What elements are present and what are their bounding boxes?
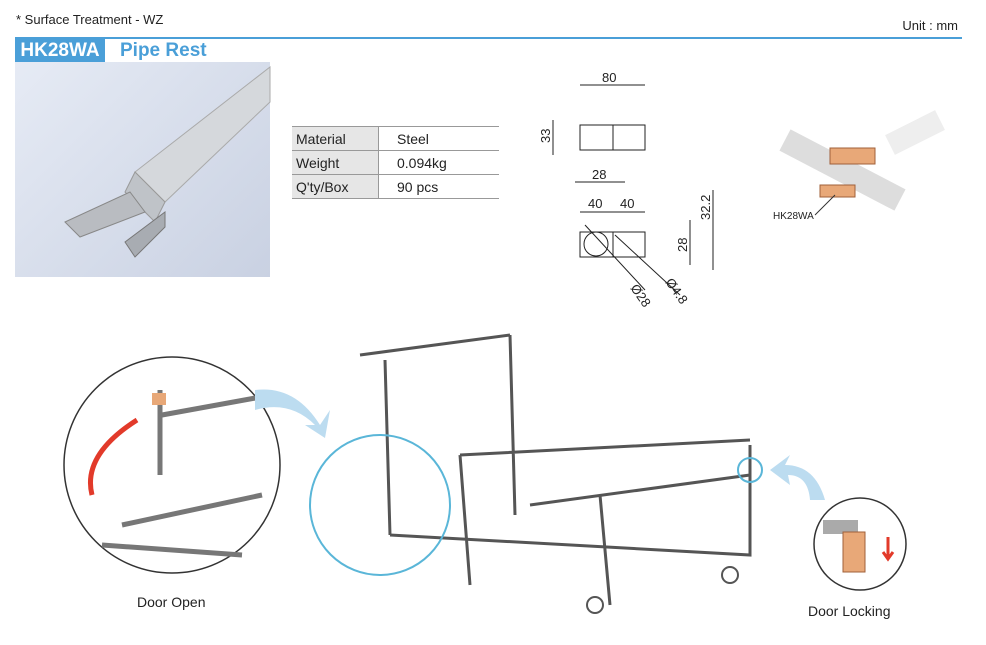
spec-label: Q'ty/Box xyxy=(292,174,379,199)
product-name: Pipe Rest xyxy=(120,40,207,61)
spec-label: Material xyxy=(292,126,379,151)
dim-33: 33 xyxy=(538,129,553,143)
dim-80: 80 xyxy=(602,70,616,85)
door-open-caption: Door Open xyxy=(137,594,206,610)
assembly-part-label: HK28WA xyxy=(773,211,814,222)
spec-value: 90 pcs xyxy=(378,174,499,199)
surface-treatment-note: * Surface Treatment - WZ xyxy=(16,12,164,27)
dim-40-right: 40 xyxy=(620,196,634,211)
dim-28-height: 28 xyxy=(675,238,690,252)
dimension-drawing: 80 33 28 40 40 32.2 28 Ø28 Ø4.8 xyxy=(538,70,714,310)
door-open-detail xyxy=(63,356,281,574)
down-arrow-icon xyxy=(881,537,895,562)
header-divider xyxy=(15,37,962,39)
rotate-arrow-icon xyxy=(88,417,139,496)
dim-dia-4-8: Ø4.8 xyxy=(663,275,691,307)
unit-label: Unit : mm xyxy=(902,18,958,33)
spec-value: Steel xyxy=(378,126,499,151)
callout-arrow-right xyxy=(770,455,825,500)
dim-40-left: 40 xyxy=(588,196,602,211)
spec-value: 0.094kg xyxy=(378,150,499,175)
dim-28: 28 xyxy=(592,167,606,182)
product-photo xyxy=(15,62,271,277)
assembly-diagram: HK28WA xyxy=(773,110,945,222)
dim-dia-28: Ø28 xyxy=(628,281,654,310)
dim-32-2: 32.2 xyxy=(698,195,713,220)
callout-arrow-left xyxy=(255,389,330,438)
cart-illustration xyxy=(309,333,763,614)
spec-label: Weight xyxy=(292,150,379,175)
product-code: HK28WA xyxy=(15,39,105,62)
door-locking-detail xyxy=(813,497,907,591)
door-locking-caption: Door Locking xyxy=(808,603,891,619)
